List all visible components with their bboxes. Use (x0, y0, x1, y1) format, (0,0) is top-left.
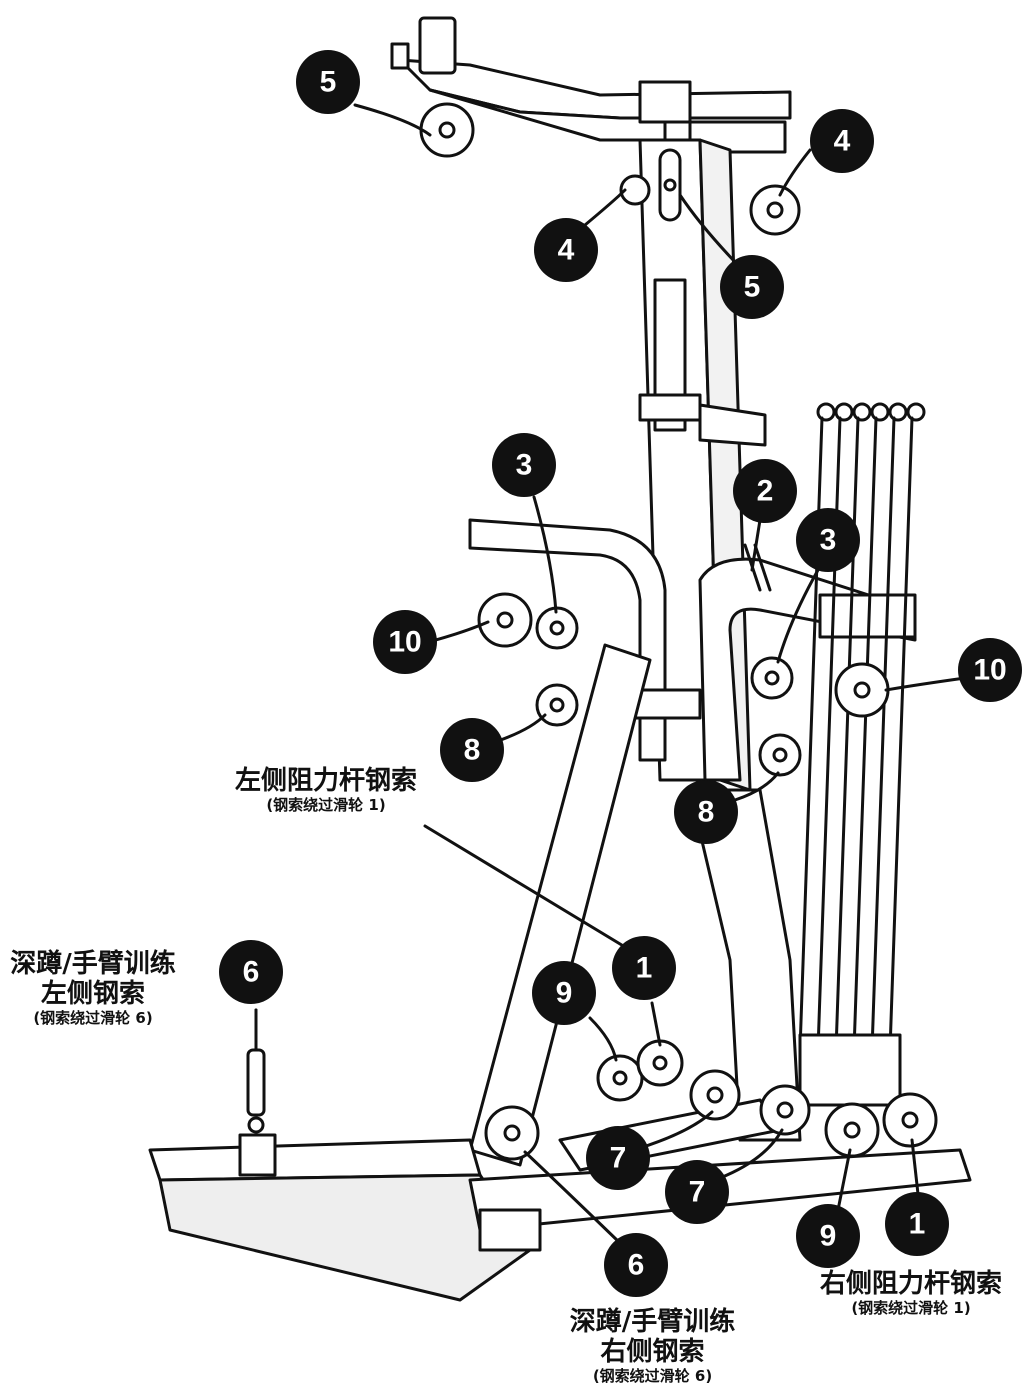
pulleys (419, 102, 938, 1161)
svg-text:7: 7 (610, 1142, 627, 1175)
svg-text:9: 9 (820, 1220, 837, 1253)
pulley-8-left (535, 683, 579, 727)
callout-2: 2 (733, 459, 797, 523)
callouts: 5 4 4 5 3 2 3 10 10 8 8 1 9 6 7 7 6 9 1 (219, 50, 1022, 1297)
pulley-10-left (477, 592, 533, 648)
pulley-3-right (750, 656, 794, 700)
squat-right-note: (钢索绕过滑轮 6) (592, 1366, 713, 1385)
pulley-3-left (535, 606, 579, 650)
pulley-5-center (658, 148, 682, 222)
resistance-rod-bundle (798, 402, 926, 1107)
left-resistance-cable-label: 左侧阻力杆钢索 (钢索绕过滑轮 1) (235, 766, 418, 814)
squat-right-cable-label: 深蹲/手臂训练 右侧钢索 (钢索绕过滑轮 6) (560, 1307, 745, 1385)
callout-3-right: 3 (796, 508, 860, 572)
svg-text:1: 1 (909, 1208, 926, 1241)
svg-text:1: 1 (636, 952, 653, 985)
callout-10-left: 10 (373, 610, 437, 674)
pulley-9-right (824, 1102, 880, 1158)
callout-1-center: 1 (612, 936, 676, 1000)
pulley-6-bottom (484, 1105, 540, 1161)
pulley-8-right (758, 733, 802, 777)
callout-5-center: 5 (720, 255, 784, 319)
leader-lines (254, 103, 967, 1245)
svg-text:3: 3 (820, 524, 837, 557)
callout-8-right: 8 (674, 780, 738, 844)
squat-left-line1: 深蹲/手臂训练 (10, 949, 176, 979)
pulley-4-center (619, 174, 651, 206)
pulley-1-center (636, 1039, 684, 1087)
svg-text:5: 5 (744, 271, 761, 304)
pulley-10-right (834, 662, 890, 718)
pulley-1-right (882, 1092, 938, 1148)
pulley-7-center (689, 1069, 741, 1121)
pulley-4-top-right (749, 184, 801, 236)
left-resistance-cable-note: (钢索绕过滑轮 1) (266, 795, 386, 814)
callout-3-left: 3 (492, 433, 556, 497)
pulley-7-right (759, 1084, 811, 1136)
callout-6-left: 6 (219, 940, 283, 1004)
right-resistance-cable-label: 右侧阻力杆钢索 (钢索绕过滑轮 1) (820, 1269, 1003, 1317)
squat-right-line1: 深蹲/手臂训练 (569, 1307, 736, 1337)
pulley-5-top-left (419, 102, 475, 158)
callout-6-bottom: 6 (604, 1233, 668, 1297)
svg-text:8: 8 (464, 734, 481, 767)
callout-4-center: 4 (534, 218, 598, 282)
svg-text:10: 10 (973, 654, 1006, 687)
svg-text:4: 4 (834, 125, 851, 158)
squat-left-line2: 左侧钢索 (40, 978, 145, 1009)
right-resistance-cable-note: (钢索绕过滑轮 1) (851, 1298, 971, 1317)
callout-5-top-left: 5 (296, 50, 360, 114)
callout-7-center: 7 (586, 1126, 650, 1190)
squat-left-note: (钢索绕过滑轮 6) (33, 1008, 153, 1027)
callout-1-right: 1 (885, 1192, 949, 1256)
callout-7-right: 7 (665, 1160, 729, 1224)
callout-9-center: 9 (532, 961, 596, 1025)
callout-8-left: 8 (440, 718, 504, 782)
svg-text:4: 4 (558, 234, 575, 267)
right-resistance-cable-title: 右侧阻力杆钢索 (820, 1269, 1003, 1299)
callout-4-top-right: 4 (810, 109, 874, 173)
top-lat-tower-arm (390, 16, 792, 154)
squat-left-cable-label: 深蹲/手臂训练 左侧钢索 (钢索绕过滑轮 6) (8, 949, 178, 1027)
svg-text:7: 7 (689, 1176, 706, 1209)
svg-text:8: 8 (698, 796, 715, 829)
squat-right-line2: 右侧钢索 (600, 1336, 705, 1367)
svg-text:3: 3 (516, 449, 533, 482)
pulley-9-center (596, 1054, 644, 1102)
left-resistance-cable-title: 左侧阻力杆钢索 (235, 766, 418, 796)
callout-9-right: 9 (796, 1204, 860, 1268)
seat-rail (468, 643, 652, 1167)
svg-text:9: 9 (556, 977, 573, 1010)
svg-text:10: 10 (388, 626, 421, 659)
callout-10-right: 10 (958, 638, 1022, 702)
svg-text:2: 2 (757, 475, 774, 508)
svg-text:6: 6 (243, 956, 260, 989)
svg-text:6: 6 (628, 1249, 645, 1282)
svg-text:5: 5 (320, 66, 337, 99)
